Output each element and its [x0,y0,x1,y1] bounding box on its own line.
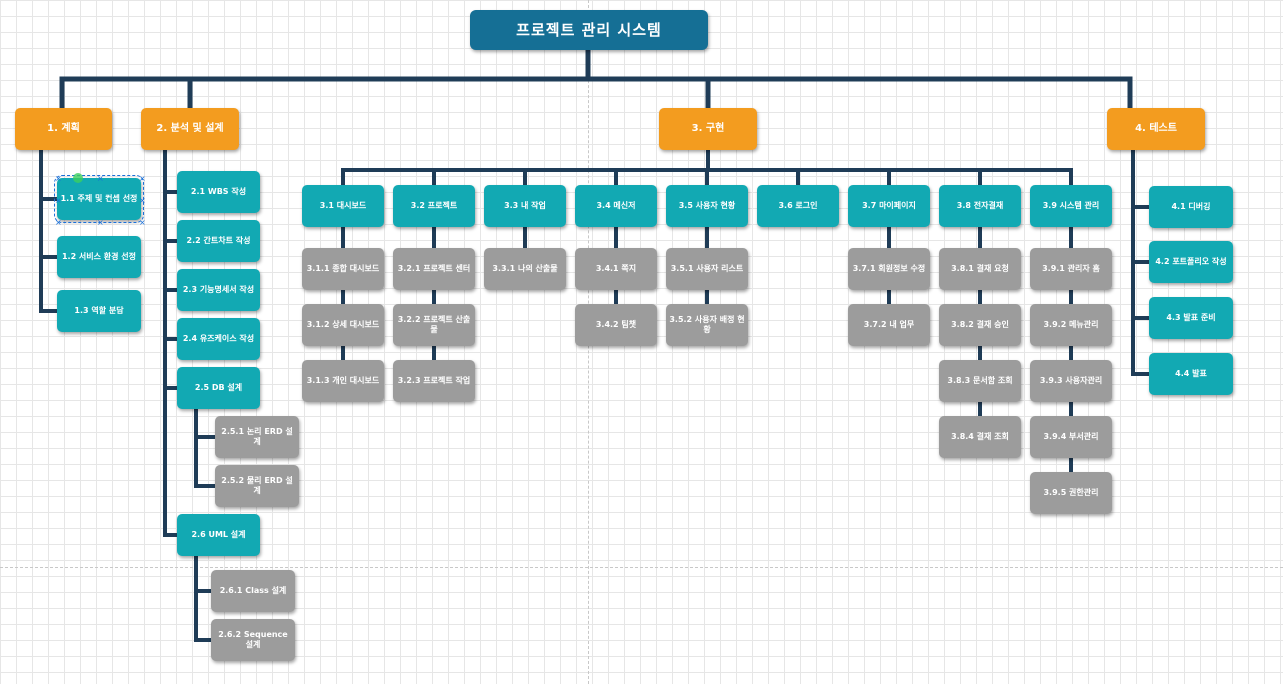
subtask-node[interactable]: 3.7.2 내 업무 [848,304,930,346]
subtask-node[interactable]: 3.8.3 문서함 조회 [939,360,1021,402]
subtask-node[interactable]: 3.1.1 종합 대시보드 [302,248,384,290]
subtask-node[interactable]: 3.9.4 부서관리 [1030,416,1112,458]
subtask-node[interactable]: 3.2.3 프로젝트 작업 [393,360,475,402]
subtask-node[interactable]: 2.5.2 물리 ERD 설계 [215,465,299,507]
task-node[interactable]: 4.3 발표 준비 [1149,297,1233,339]
task-node[interactable]: 3.5 사용자 현황 [666,185,748,227]
subtask-node[interactable]: 3.3.1 나의 산출물 [484,248,566,290]
phase-node[interactable]: 3. 구현 [659,108,757,150]
root-node[interactable]: 프로젝트 관리 시스템 [470,10,708,50]
subtask-node[interactable]: 3.1.2 상세 대시보드 [302,304,384,346]
task-node[interactable]: 1.3 역할 분담 [57,290,141,332]
subtask-node[interactable]: 3.2.2 프로젝트 산출물 [393,304,475,346]
phase-node[interactable]: 4. 테스트 [1107,108,1205,150]
task-node[interactable]: 3.9 시스템 관리 [1030,185,1112,227]
subtask-node[interactable]: 3.8.1 결재 요청 [939,248,1021,290]
task-node[interactable]: 2.5 DB 설계 [177,367,260,409]
subtask-node[interactable]: 3.7.1 회원정보 수정 [848,248,930,290]
subtask-node[interactable]: 3.4.1 쪽지 [575,248,657,290]
subtask-node[interactable]: 3.4.2 팀챗 [575,304,657,346]
subtask-node[interactable]: 3.8.2 결재 승인 [939,304,1021,346]
task-node[interactable]: 3.2 프로젝트 [393,185,475,227]
task-node[interactable]: 1.1 주제 및 컨셉 선정 [54,175,144,223]
task-node[interactable]: 3.3 내 작업 [484,185,566,227]
task-node[interactable]: 3.7 마이페이지 [848,185,930,227]
subtask-node[interactable]: 2.5.1 논리 ERD 설계 [215,416,299,458]
subtask-node[interactable]: 2.6.1 Class 설계 [211,570,295,612]
task-node[interactable]: 3.4 메신저 [575,185,657,227]
rotate-handle-icon[interactable] [73,173,83,183]
subtask-node[interactable]: 3.1.3 개인 대시보드 [302,360,384,402]
task-node[interactable]: 1.2 서비스 환경 선정 [57,236,141,278]
task-node[interactable]: 4.4 발표 [1149,353,1233,395]
task-node[interactable]: 2.1 WBS 작성 [177,171,260,213]
selection-handle-icon[interactable]: × [55,196,62,205]
selection-handle-icon[interactable]: × [55,174,62,183]
subtask-node[interactable]: 3.9.2 메뉴관리 [1030,304,1112,346]
subtask-node[interactable]: 3.5.2 사용자 배정 현황 [666,304,748,346]
selection-handle-icon[interactable]: × [139,218,146,227]
selection-handle-icon[interactable]: × [97,174,104,183]
subtask-node[interactable]: 2.6.2 Sequence 설계 [211,619,295,661]
selection-handle-icon[interactable]: × [139,174,146,183]
subtask-node[interactable]: 3.5.1 사용자 리스트 [666,248,748,290]
phase-node[interactable]: 1. 계획 [15,108,112,150]
task-node[interactable]: 4.1 디버깅 [1149,186,1233,228]
horizontal-guide-line [0,567,1283,568]
task-node[interactable]: 3.1 대시보드 [302,185,384,227]
task-node[interactable]: 2.2 간트차트 작성 [177,220,260,262]
task-node[interactable]: 3.8 전자결재 [939,185,1021,227]
selection-handle-icon[interactable]: × [55,218,62,227]
task-node[interactable]: 2.3 기능명세서 작성 [177,269,260,311]
subtask-node[interactable]: 3.9.3 사용자관리 [1030,360,1112,402]
task-node[interactable]: 4.2 포트폴리오 작성 [1149,241,1233,283]
task-node[interactable]: 2.4 유즈케이스 작성 [177,318,260,360]
task-node[interactable]: 2.6 UML 설계 [177,514,260,556]
subtask-node[interactable]: 3.8.4 결재 조회 [939,416,1021,458]
phase-node[interactable]: 2. 분석 및 설계 [141,108,239,150]
subtask-node[interactable]: 3.9.1 관리자 홈 [1030,248,1112,290]
selection-handle-icon[interactable]: × [139,196,146,205]
subtask-node[interactable]: 3.9.5 권한관리 [1030,472,1112,514]
subtask-node[interactable]: 3.2.1 프로젝트 센터 [393,248,475,290]
task-node[interactable]: 3.6 로그인 [757,185,839,227]
selection-handle-icon[interactable]: × [97,218,104,227]
